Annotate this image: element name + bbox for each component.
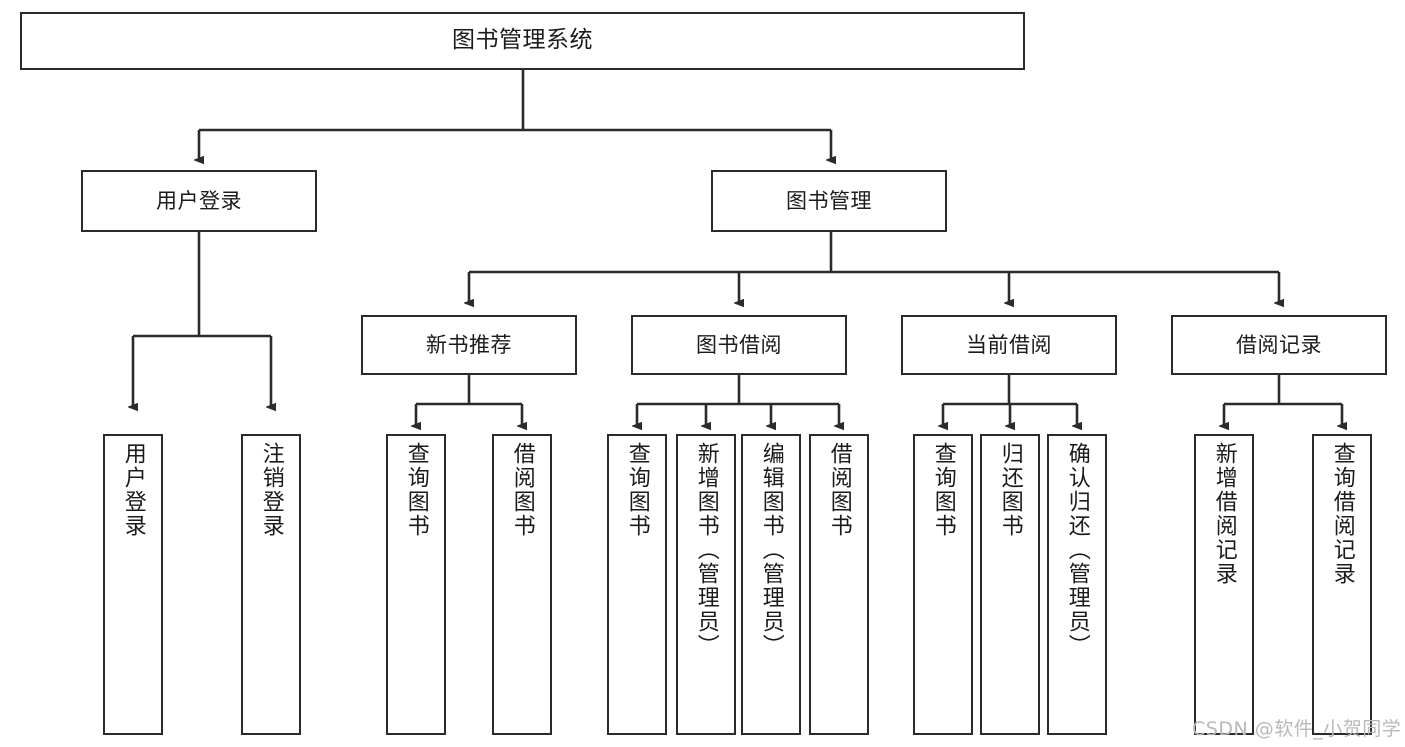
node-book-management[interactable]: 图书管理 bbox=[711, 170, 947, 232]
node-label: 当前借阅 bbox=[966, 332, 1052, 357]
node-label: 查询图书 bbox=[930, 442, 956, 538]
node-label: 图书借阅 bbox=[696, 332, 782, 357]
node-label: 图书管理系统 bbox=[452, 27, 593, 54]
node-label: 图书管理 bbox=[786, 188, 872, 213]
leaf-record-add-borrow-record[interactable]: 新增借阅记录 bbox=[1194, 434, 1254, 735]
node-label: 借阅图书 bbox=[509, 442, 535, 538]
leaf-borrow-add-book-admin[interactable]: 新增图书（管理员） bbox=[676, 434, 736, 735]
watermark-text: CSDN @软件_小贺同学 bbox=[1192, 718, 1402, 740]
leaf-user-login-login[interactable]: 用户登录 bbox=[103, 434, 163, 735]
leaf-borrow-edit-book-admin[interactable]: 编辑图书（管理员） bbox=[741, 434, 801, 735]
node-new-book-recommend[interactable]: 新书推荐 bbox=[361, 315, 577, 375]
node-label: 借阅记录 bbox=[1236, 332, 1322, 357]
node-label: 归还图书 bbox=[997, 442, 1023, 538]
node-current-borrow[interactable]: 当前借阅 bbox=[901, 315, 1117, 375]
node-label: 确认归还（管理员） bbox=[1064, 442, 1090, 658]
node-label: 新增借阅记录 bbox=[1211, 442, 1237, 586]
node-book-borrow[interactable]: 图书借阅 bbox=[631, 315, 847, 375]
leaf-record-query-borrow-record[interactable]: 查询借阅记录 bbox=[1312, 434, 1372, 735]
node-label: 注销登录 bbox=[258, 442, 284, 538]
leaf-new-book-borrow-book[interactable]: 借阅图书 bbox=[492, 434, 552, 735]
leaf-user-login-logout[interactable]: 注销登录 bbox=[241, 434, 301, 735]
leaf-borrow-borrow-book[interactable]: 借阅图书 bbox=[809, 434, 869, 735]
leaf-borrow-query-book[interactable]: 查询图书 bbox=[607, 434, 667, 735]
node-label: 查询图书 bbox=[403, 442, 429, 538]
node-label: 新书推荐 bbox=[426, 332, 512, 357]
node-root-book-management-system[interactable]: 图书管理系统 bbox=[20, 12, 1025, 70]
node-user-login[interactable]: 用户登录 bbox=[81, 170, 317, 232]
leaf-current-query-book[interactable]: 查询图书 bbox=[913, 434, 973, 735]
leaf-current-return-book[interactable]: 归还图书 bbox=[980, 434, 1040, 735]
node-label: 编辑图书（管理员） bbox=[758, 442, 784, 658]
node-label: 新增图书（管理员） bbox=[693, 442, 719, 658]
node-label: 查询图书 bbox=[624, 442, 650, 538]
node-borrow-record[interactable]: 借阅记录 bbox=[1171, 315, 1387, 375]
leaf-current-confirm-return-admin[interactable]: 确认归还（管理员） bbox=[1047, 434, 1107, 735]
node-label: 查询借阅记录 bbox=[1329, 442, 1355, 586]
node-label: 用户登录 bbox=[156, 188, 242, 213]
leaf-new-book-query-book[interactable]: 查询图书 bbox=[386, 434, 446, 735]
node-label: 用户登录 bbox=[120, 442, 146, 538]
node-label: 借阅图书 bbox=[826, 442, 852, 538]
